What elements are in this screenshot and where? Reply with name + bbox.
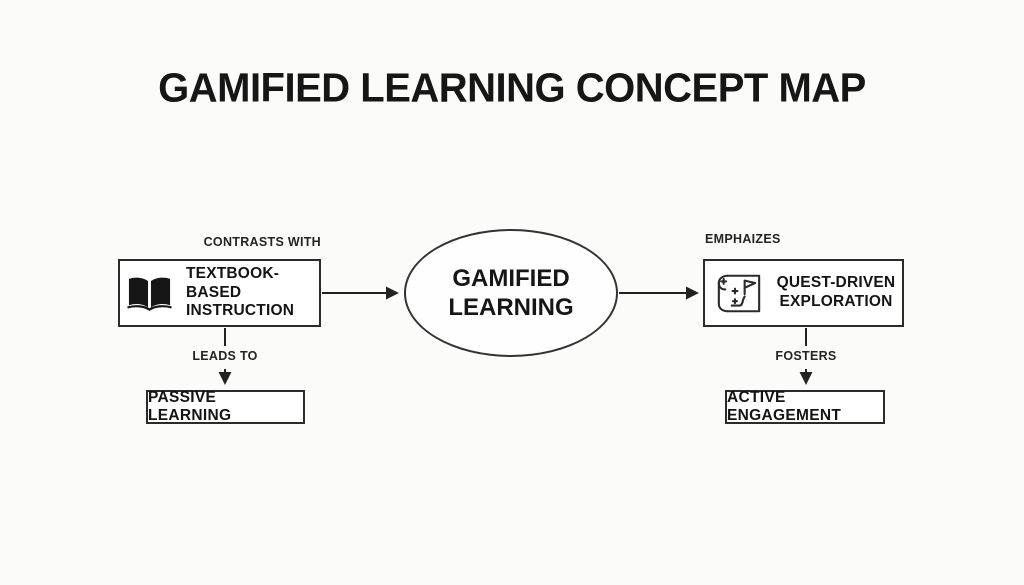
node-active-engagement: ACTIVE ENGAGEMENT xyxy=(725,389,885,424)
node-label: TEXTBOOK-BASED INSTRUCTION xyxy=(186,265,319,322)
edge-label-emphaizes: EMPHAIZES xyxy=(705,232,781,246)
open-book-icon xyxy=(126,275,173,312)
edge-label-contrasts-with: CONTRASTS WITH xyxy=(203,235,321,249)
node-quest-driven-exploration: QUEST-DRIVEN EXPLORATION xyxy=(703,259,904,327)
node-label-line2: EXPLORATION xyxy=(779,293,893,310)
node-label-line2: INSTRUCTION xyxy=(186,302,295,320)
node-passive-learning: PASSIVE LEARNING xyxy=(146,389,305,424)
quest-map-icon xyxy=(714,272,764,315)
center-node-label: GAMIFIED LEARNING xyxy=(448,264,573,323)
center-node-line1: GAMIFIED xyxy=(452,264,570,292)
node-label-line1: QUEST-DRIVEN xyxy=(776,274,896,292)
node-textbook-based-instruction: TEXTBOOK-BASED INSTRUCTION xyxy=(118,259,321,327)
edge-label-fosters: FOSTERS xyxy=(775,349,837,363)
node-gamified-learning: GAMIFIED LEARNING xyxy=(404,229,618,357)
node-label: QUEST-DRIVEN EXPLORATION xyxy=(777,274,896,312)
center-node-line2: LEARNING xyxy=(448,294,574,321)
page-title: GAMIFIED LEARNING CONCEPT MAP xyxy=(158,65,866,111)
node-label-line1: TEXTBOOK-BASED xyxy=(186,264,280,301)
edge-label-leads-to: LEADS TO xyxy=(192,349,258,363)
